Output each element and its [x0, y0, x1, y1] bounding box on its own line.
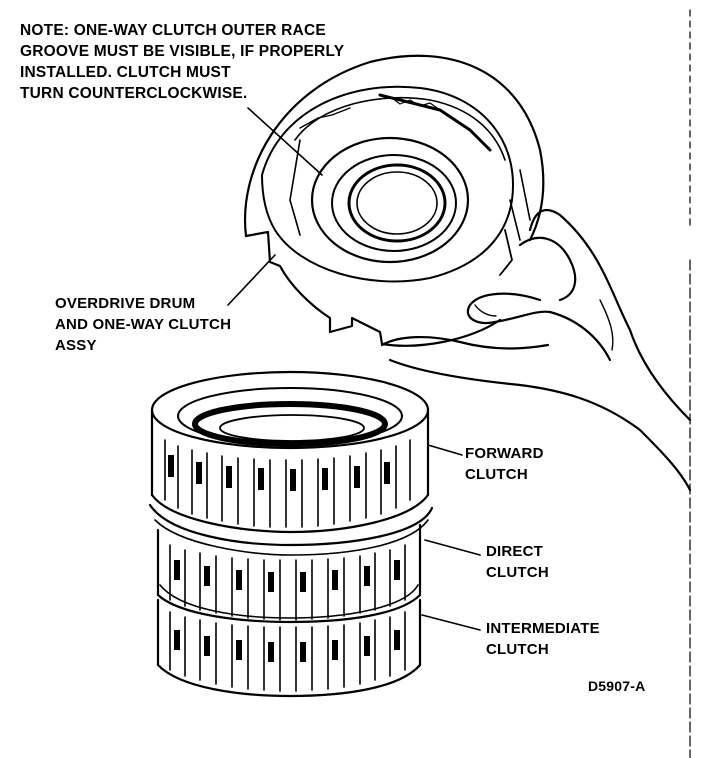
installation-note: NOTE: ONE-WAY CLUTCH OUTER RACE GROOVE M…	[20, 20, 344, 104]
label-line: CLUTCH	[465, 466, 528, 483]
figure-code: D5907-A	[588, 678, 646, 694]
label-line: CLUTCH	[486, 564, 549, 581]
label-line: AND ONE-WAY CLUTCH	[55, 316, 232, 333]
label-line: INTERMEDIATE	[486, 620, 600, 637]
clutch-stack	[148, 370, 434, 698]
leader-lines	[227, 254, 481, 631]
note-line: GROOVE MUST BE VISIBLE, IF PROPERLY	[20, 43, 345, 60]
intermediate-clutch-label: INTERMEDIATE CLUTCH	[486, 618, 600, 660]
note-line: INSTALLED. CLUTCH MUST	[20, 64, 231, 81]
hand-drawing	[380, 208, 692, 492]
overdrive-drum-label: OVERDRIVE DRUM AND ONE-WAY CLUTCH ASSY	[55, 293, 231, 356]
direct-clutch-label: DIRECT CLUTCH	[486, 541, 549, 583]
forward-clutch-label: FORWARD CLUTCH	[465, 443, 544, 485]
label-line: OVERDRIVE DRUM	[55, 295, 196, 312]
label-line: DIRECT	[486, 543, 544, 560]
label-line: CLUTCH	[486, 641, 549, 658]
label-line: FORWARD	[465, 445, 544, 462]
overdrive-drum	[243, 54, 545, 347]
label-line: ASSY	[55, 337, 97, 354]
note-line: NOTE: ONE-WAY CLUTCH OUTER RACE	[20, 22, 326, 39]
note-line: TURN COUNTERCLOCKWISE.	[20, 85, 248, 102]
